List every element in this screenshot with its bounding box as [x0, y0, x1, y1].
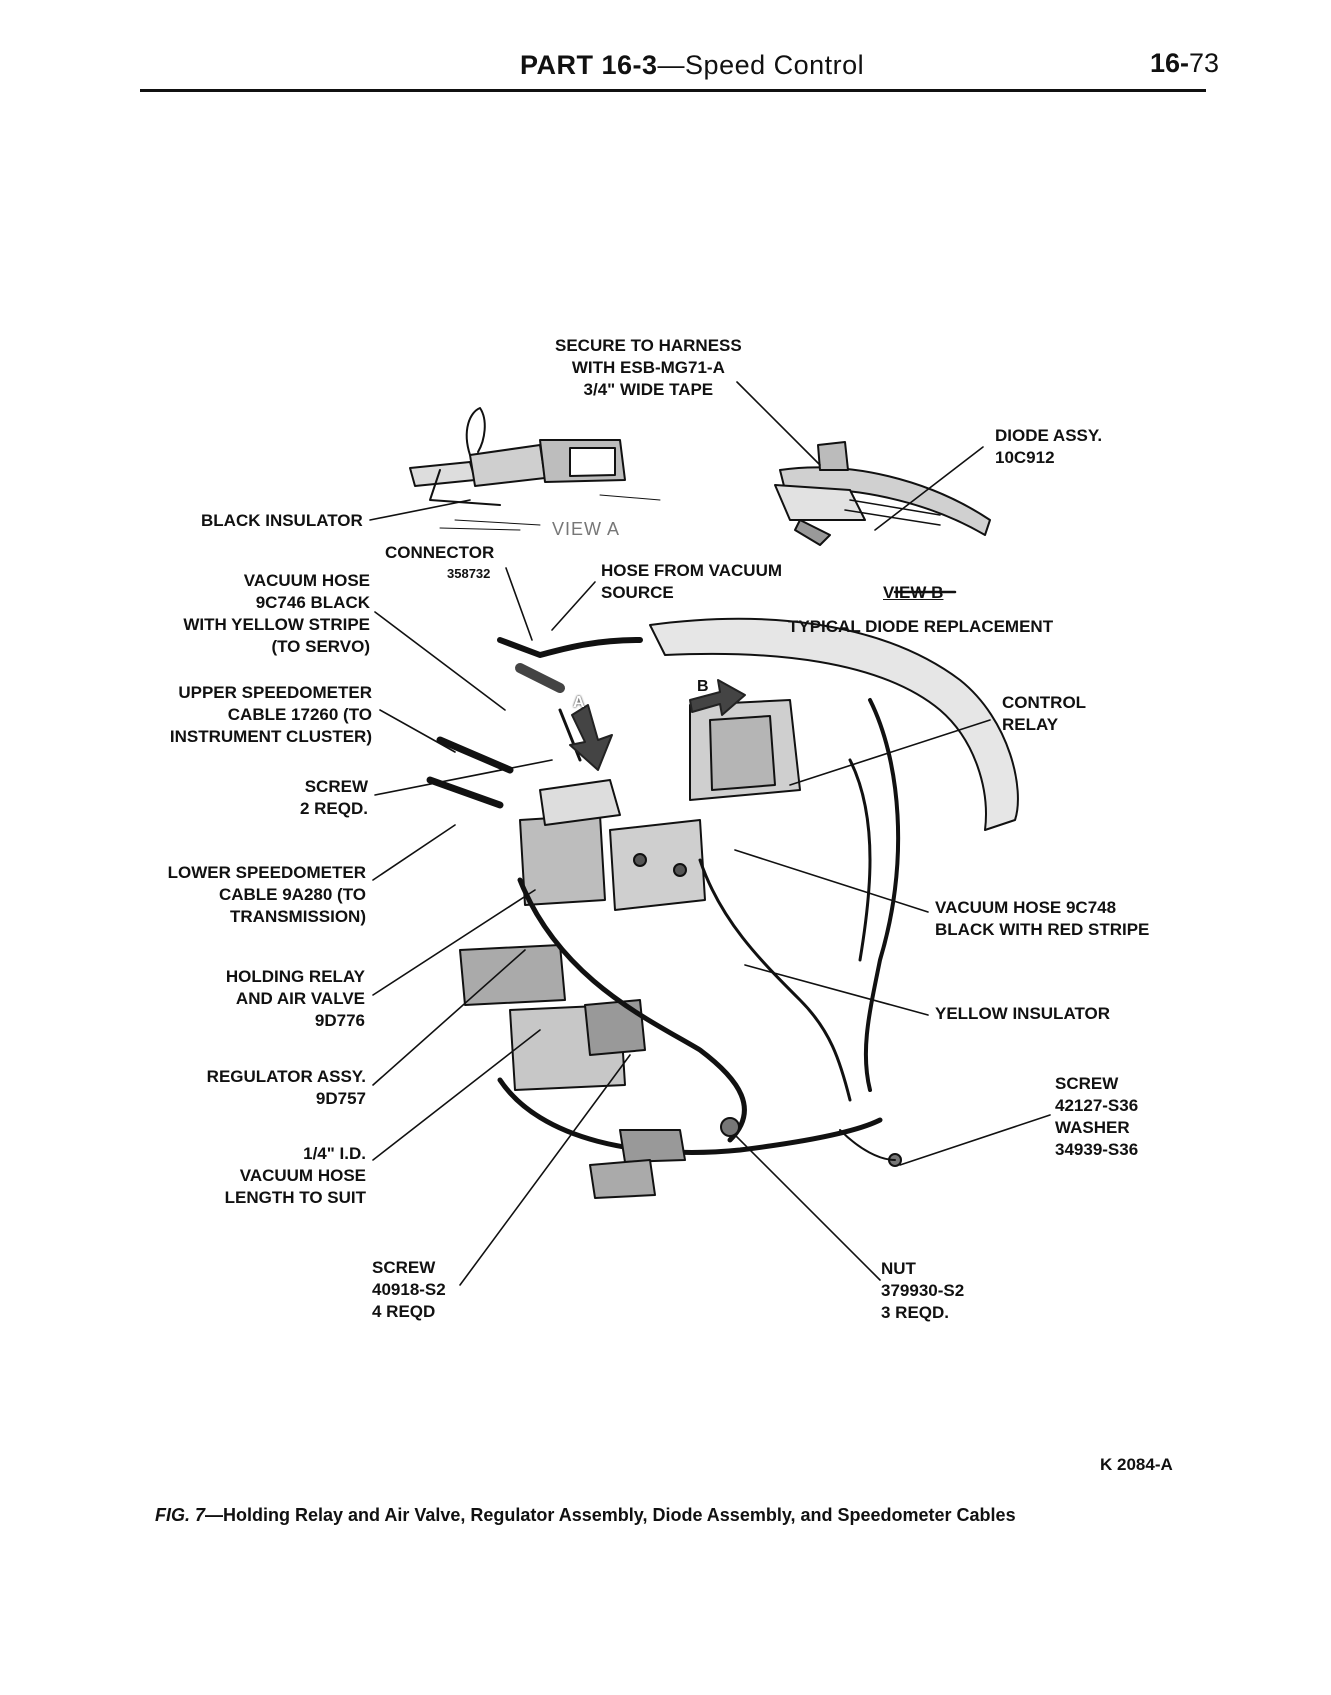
callout-control-relay: CONTROL RELAY	[1002, 693, 1087, 734]
typical-diode-replacement: TYPICAL DIODE REPLACEMENT	[788, 617, 1054, 636]
callout-holding-relay: HOLDING RELAY AND AIR VALVE 9D776	[225, 967, 365, 1030]
callout-nut: NUT 379930-S2 3 REQD.	[881, 1259, 965, 1322]
view-b-label: VIEW B	[883, 583, 944, 602]
callout-screw-washer: SCREW 42127-S36 WASHER 34939-S36	[1055, 1074, 1139, 1159]
callout-screw-40918: SCREW 40918-S2 4 REQD	[372, 1258, 446, 1321]
leader-lines	[369, 381, 1051, 1286]
callout-hose-from-vacuum: HOSE FROM VACUUM SOURCE	[601, 561, 783, 602]
part-title: PART 16-3—Speed Control	[520, 50, 865, 80]
callout-upper-speedometer-cable: UPPER SPEEDOMETER CABLE 17260 (TO INSTRU…	[169, 683, 372, 746]
view-arrows	[569, 679, 746, 771]
page-number: 16-73	[1150, 48, 1220, 78]
callout-diode-assy: DIODE ASSY. 10C912	[995, 426, 1103, 467]
figure-caption: FIG. 7—Holding Relay and Air Valve, Regu…	[155, 1505, 1016, 1525]
callout-screw-2-reqd: SCREW 2 REQD.	[299, 777, 368, 818]
view-arrow-b-label: B	[697, 678, 709, 695]
callout-yellow-insulator: YELLOW INSULATOR	[935, 1004, 1111, 1023]
callout-vacuum-hose-quarter-inch: 1/4" I.D. VACUUM HOSE LENGTH TO SUIT	[224, 1144, 366, 1207]
main-assembly	[426, 617, 1019, 1199]
callout-vacuum-hose-9c748: VACUUM HOSE 9C748 BLACK WITH RED STRIPE	[935, 898, 1150, 939]
callout-black-insulator: BLACK INSULATOR	[201, 511, 363, 530]
callout-secure-harness: SECURE TO HARNESS WITH ESB-MG71-A 3/4" W…	[555, 336, 742, 399]
callout-regulator-assy: REGULATOR ASSY. 9D757	[206, 1067, 366, 1108]
callout-vacuum-hose-9c746: VACUUM HOSE 9C746 BLACK WITH YELLOW STRI…	[183, 571, 370, 656]
figure-reference: K 2084-A	[1100, 1455, 1173, 1474]
view-b-detail	[774, 441, 991, 546]
callout-connector: CONNECTOR	[385, 543, 495, 562]
view-a-label: VIEW A	[552, 519, 621, 539]
view-arrow-a-label: A	[573, 694, 585, 711]
callout-lower-speedometer-cable: LOWER SPEEDOMETER CABLE 9A280 (TO TRANSM…	[167, 863, 366, 926]
header-rule	[140, 89, 1206, 92]
connector-part-number: 358732	[447, 566, 491, 581]
view-a-detail	[409, 407, 661, 531]
